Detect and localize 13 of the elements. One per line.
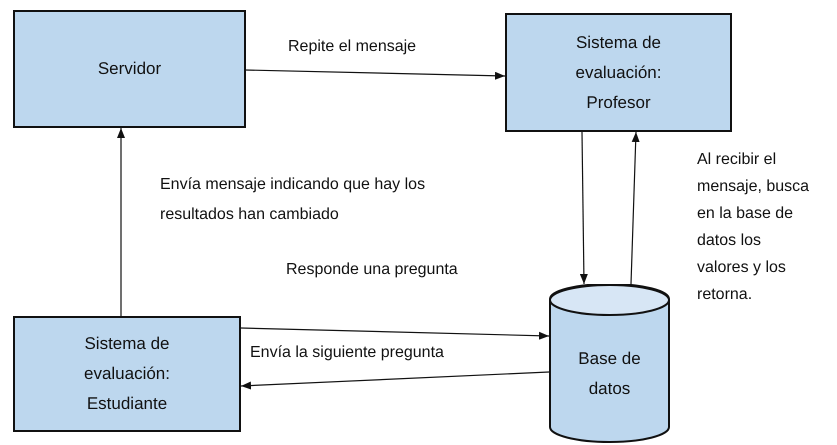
process-box bbox=[13, 10, 246, 128]
node-label: Sistema de evaluación: Profesor bbox=[574, 32, 662, 114]
node-label: Sistema de evaluación: Estudiante bbox=[82, 333, 171, 415]
node-label: Servidor bbox=[98, 58, 162, 80]
arrow bbox=[240, 371, 550, 390]
arrow bbox=[240, 327, 550, 340]
process-box bbox=[13, 316, 241, 432]
arrow bbox=[244, 69, 506, 80]
arrow bbox=[630, 132, 640, 284]
arrow bbox=[117, 128, 125, 316]
process-box bbox=[505, 13, 732, 132]
arrow bbox=[580, 132, 588, 284]
node-label: Base de datos bbox=[577, 348, 642, 400]
